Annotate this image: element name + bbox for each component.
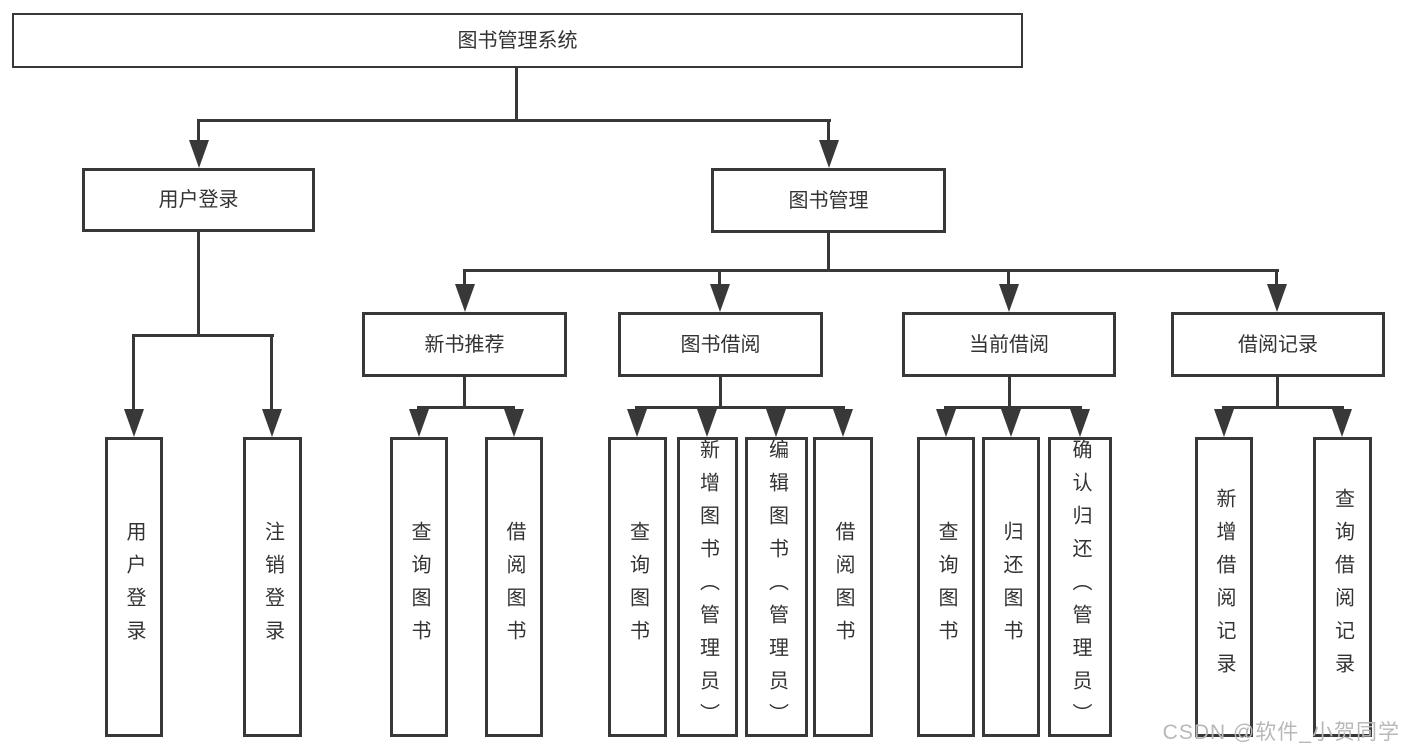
- node-borrow-records-label: 借阅记录: [1238, 333, 1318, 356]
- arrowhead-down-icon: [833, 409, 853, 437]
- arrowhead-down-icon: [766, 409, 786, 437]
- leaf-logout: 注销登录: [243, 437, 302, 737]
- leaf-add-books-admin: 新增图书（管理员）: [677, 437, 738, 737]
- arrowhead-down-icon: [936, 409, 956, 437]
- connector-bookmgmt-splitter: [464, 269, 1279, 272]
- leaf-query-books-recommend: 查询图书: [390, 437, 448, 737]
- connector-borrow-splitter: [635, 406, 845, 409]
- connector-userlogin-drop: [197, 232, 200, 337]
- arrowhead-down-icon: [124, 409, 144, 437]
- node-book-borrow: 图书借阅: [618, 312, 823, 377]
- arrowhead-down-icon: [710, 284, 730, 312]
- connector-recommend-drop: [463, 377, 466, 409]
- leaf-add-books-admin-label: 新增图书（管理员）: [696, 438, 719, 736]
- node-new-book-recommend: 新书推荐: [362, 312, 567, 377]
- node-borrow-records: 借阅记录: [1171, 312, 1385, 377]
- leaf-return-books-label: 归还图书: [1000, 521, 1022, 653]
- arrowhead-down-icon: [1001, 409, 1021, 437]
- leaf-edit-books-admin-label: 编辑图书（管理员）: [765, 438, 788, 736]
- node-book-management: 图书管理: [711, 168, 946, 233]
- arrowhead-down-icon: [409, 409, 429, 437]
- connector-records-drop: [1276, 377, 1279, 409]
- node-user-login-label: 用户登录: [158, 189, 239, 211]
- connector-records-splitter: [1222, 406, 1344, 409]
- leaf-query-books-recommend-label: 查询图书: [408, 521, 430, 653]
- arrowhead-down-icon: [455, 284, 475, 312]
- connector-bookmgmt-stem-1: [463, 269, 466, 290]
- connector-bookmgmt-stem-3: [1007, 269, 1010, 290]
- connector-borrow-drop: [719, 377, 722, 409]
- leaf-return-books: 归还图书: [982, 437, 1040, 737]
- arrowhead-down-icon: [1070, 409, 1090, 437]
- leaf-edit-books-admin: 编辑图书（管理员）: [745, 437, 808, 737]
- leaf-logout-label: 注销登录: [261, 521, 284, 653]
- arrowhead-down-icon: [627, 409, 647, 437]
- leaf-query-books-borrow: 查询图书: [608, 437, 667, 737]
- connector-recommend-splitter: [417, 406, 515, 409]
- node-book-borrow-label: 图书借阅: [680, 333, 761, 356]
- connector-current-drop: [1008, 377, 1011, 409]
- arrowhead-down-icon: [697, 409, 717, 437]
- arrowhead-down-icon: [189, 140, 209, 168]
- leaf-borrow-books-recommend: 借阅图书: [485, 437, 543, 737]
- arrowhead-down-icon: [1214, 409, 1234, 437]
- node-current-borrow: 当前借阅: [902, 312, 1116, 377]
- arrowhead-down-icon: [819, 140, 839, 168]
- connector-userlogin-splitter: [133, 334, 274, 337]
- arrowhead-down-icon: [1267, 284, 1287, 312]
- node-root: 图书管理系统: [12, 13, 1023, 68]
- leaf-query-books-current: 查询图书: [917, 437, 975, 737]
- connector-root-drop: [515, 68, 518, 122]
- node-user-login: 用户登录: [82, 168, 315, 232]
- connector-bookmgmt-drop: [827, 233, 830, 272]
- node-book-management-label: 图书管理: [788, 189, 869, 212]
- arrowhead-down-icon: [504, 409, 524, 437]
- leaf-query-books-current-label: 查询图书: [935, 521, 957, 653]
- connector-root-left-stem: [197, 119, 200, 146]
- leaf-query-borrow-record: 查询借阅记录: [1313, 437, 1372, 737]
- leaf-query-borrow-record-label: 查询借阅记录: [1331, 488, 1354, 686]
- leaf-add-borrow-record-label: 新增借阅记录: [1213, 488, 1235, 686]
- node-current-borrow-label: 当前借阅: [969, 333, 1049, 356]
- leaf-user-login-label: 用户登录: [123, 521, 145, 653]
- csdn-watermark: CSDN @软件_小贺同学: [1162, 721, 1400, 744]
- leaf-borrow-books-borrow: 借阅图书: [813, 437, 873, 737]
- leaf-query-books-borrow-label: 查询图书: [626, 521, 649, 653]
- connector-bookmgmt-stem-2: [718, 269, 721, 290]
- leaf-add-borrow-record: 新增借阅记录: [1195, 437, 1253, 737]
- node-new-book-recommend-label: 新书推荐: [424, 333, 505, 356]
- leaf-borrow-books-recommend-label: 借阅图书: [503, 521, 525, 653]
- connector-bookmgmt-stem-4: [1275, 269, 1278, 290]
- arrowhead-down-icon: [262, 409, 282, 437]
- arrowhead-down-icon: [1332, 409, 1352, 437]
- connector-userlogin-stem-2: [270, 334, 273, 413]
- connector-userlogin-stem-1: [132, 334, 135, 413]
- arrowhead-down-icon: [999, 284, 1019, 312]
- node-root-label: 图书管理系统: [457, 29, 578, 52]
- leaf-borrow-books-borrow-label: 借阅图书: [832, 521, 854, 653]
- leaf-confirm-return-admin: 确认归还（管理员）: [1048, 437, 1112, 737]
- connector-root-splitter: [198, 119, 831, 122]
- connector-root-right-stem: [827, 119, 830, 146]
- connector-current-splitter: [944, 406, 1082, 409]
- leaf-user-login: 用户登录: [105, 437, 163, 737]
- leaf-confirm-return-admin-label: 确认归还（管理员）: [1069, 438, 1091, 736]
